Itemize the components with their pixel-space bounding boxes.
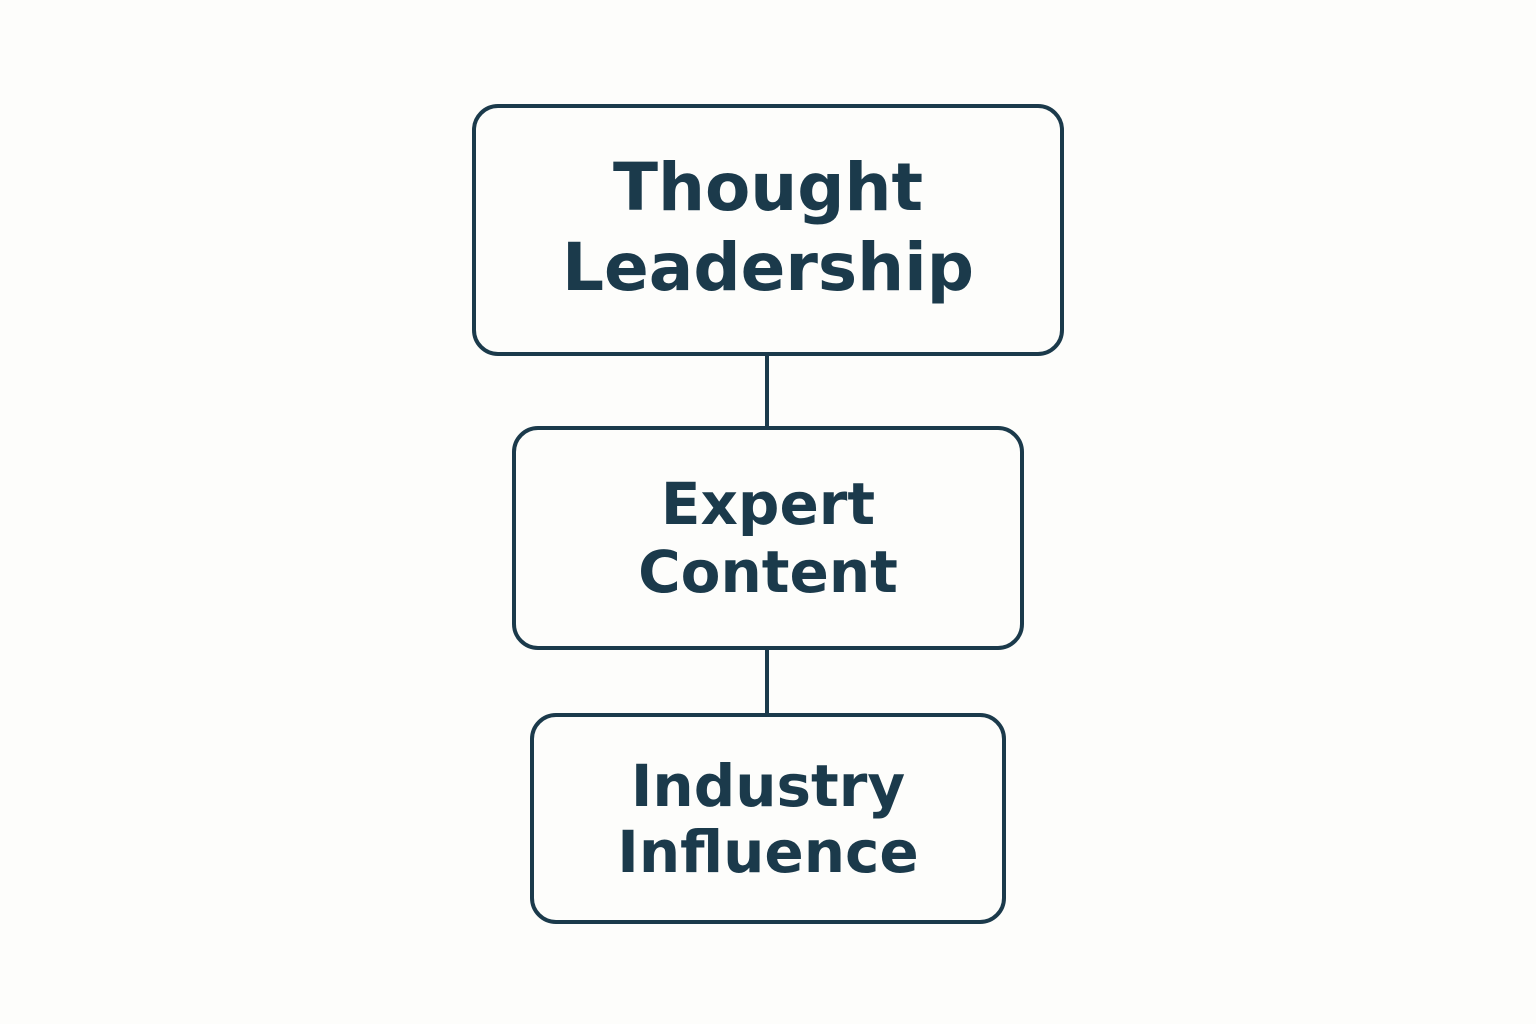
node-label-line-1: Industry	[630, 751, 906, 820]
node-expert-content: Expert Content	[512, 426, 1024, 650]
connector-line-2	[765, 650, 769, 713]
node-thought-leadership: Thought Leadership	[472, 104, 1064, 356]
node-label-line-2: Leadership	[561, 229, 975, 306]
node-label-line-1: Thought	[612, 149, 924, 226]
node-label-line-2: Content	[638, 538, 898, 606]
node-industry-influence: Industry Influence	[530, 713, 1006, 924]
node-label-line-1: Expert	[660, 470, 876, 538]
node-label-line-2: Influence	[617, 817, 919, 886]
connector-line-1	[765, 356, 769, 426]
